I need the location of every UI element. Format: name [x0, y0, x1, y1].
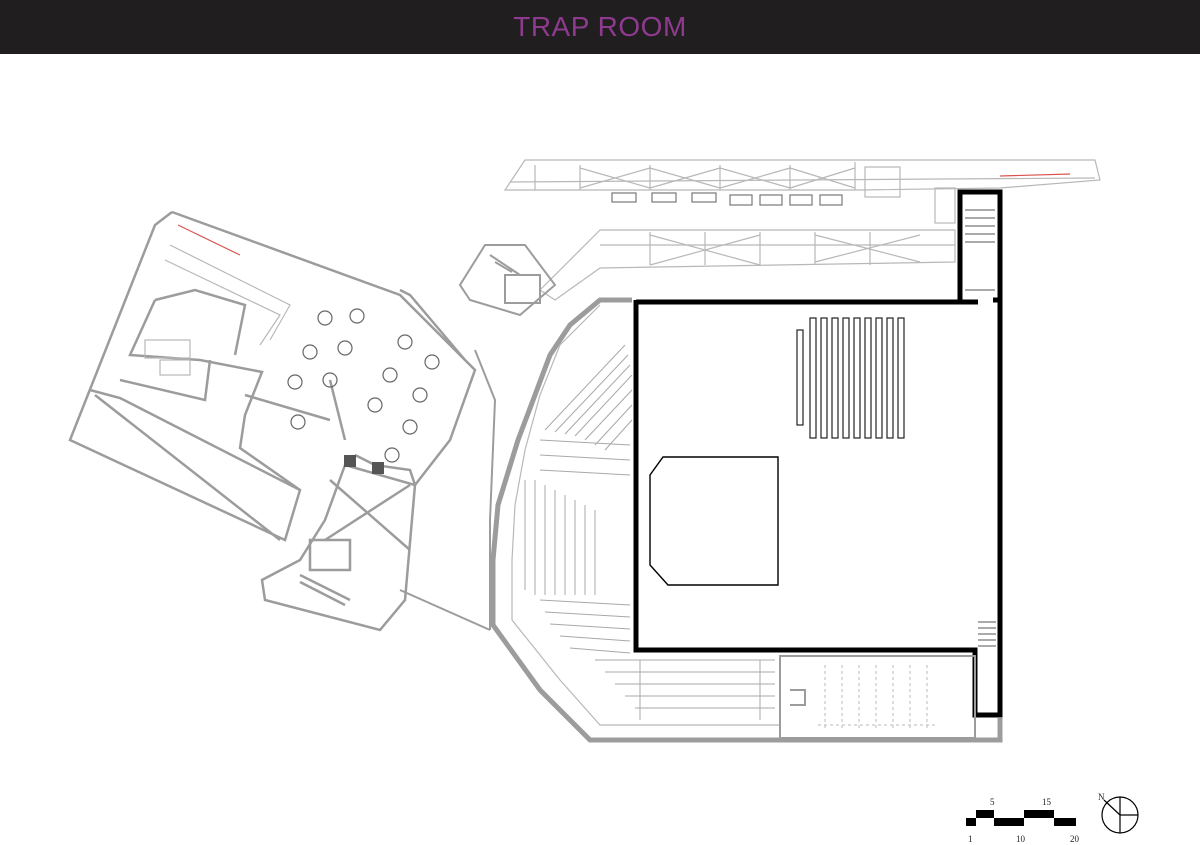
cafe-walls	[171, 210, 477, 488]
stage-lift-platform	[649, 456, 779, 586]
scale-label-10: 10	[1016, 834, 1026, 844]
title-bar: TRAP ROOM	[0, 0, 1200, 54]
exit-marker-west	[177, 224, 241, 256]
seating-rows	[524, 344, 775, 720]
scale-bar: 5 15 1 10 20	[966, 797, 1080, 844]
cafe-tables	[287, 308, 440, 463]
scale-label-20: 20	[1070, 834, 1080, 844]
page-title: TRAP ROOM	[513, 11, 687, 42]
floor-plan: 5 15 1 10 20 N	[68, 159, 1139, 844]
scale-label-5: 5	[990, 797, 995, 807]
stair-lobby-north	[458, 244, 557, 317]
auditorium-wall	[490, 297, 1003, 743]
services-room	[779, 655, 976, 739]
north-arrow-icon: N	[1098, 792, 1139, 834]
services-lines	[818, 665, 935, 730]
pier-blocks	[344, 455, 384, 474]
exit-marker	[999, 173, 1071, 177]
north-corridor	[503, 159, 1101, 224]
stair-tower-south	[260, 463, 417, 632]
bar-wing	[68, 211, 302, 542]
trap-room-walls	[633, 189, 1003, 718]
auditorium-inner-edge	[511, 304, 780, 726]
foyer	[399, 349, 497, 631]
corridor-dressing-tables	[611, 192, 843, 206]
bar-counter	[144, 244, 291, 376]
stair-se	[978, 621, 996, 647]
access-corridor	[539, 229, 956, 301]
stair-ne	[965, 209, 995, 291]
north-label: N	[1098, 792, 1105, 802]
scale-label-1: 1	[968, 834, 973, 844]
stored-seating-units	[796, 317, 905, 439]
scale-label-15: 15	[1042, 797, 1052, 807]
